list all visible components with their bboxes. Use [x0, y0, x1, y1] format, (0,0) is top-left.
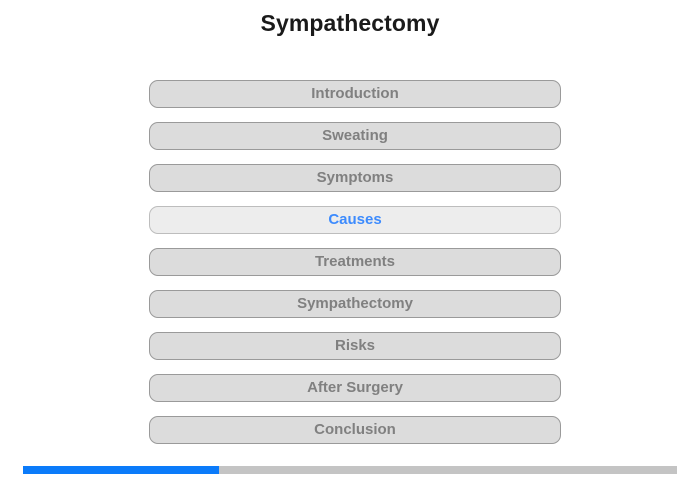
nav-item-sympathectomy[interactable]: Sympathectomy: [149, 290, 561, 318]
nav-item-causes[interactable]: Causes: [149, 206, 561, 234]
nav-item-conclusion[interactable]: Conclusion: [149, 416, 561, 444]
nav-item-after-surgery[interactable]: After Surgery: [149, 374, 561, 402]
nav-item-treatments[interactable]: Treatments: [149, 248, 561, 276]
nav-item-symptoms[interactable]: Symptoms: [149, 164, 561, 192]
nav-item-introduction[interactable]: Introduction: [149, 80, 561, 108]
nav-item-sweating[interactable]: Sweating: [149, 122, 561, 150]
page-title: Sympathectomy: [260, 10, 440, 36]
progress-bar-fill: [23, 466, 220, 474]
progress-bar-track: [23, 466, 677, 474]
nav-item-risks[interactable]: Risks: [149, 332, 561, 360]
